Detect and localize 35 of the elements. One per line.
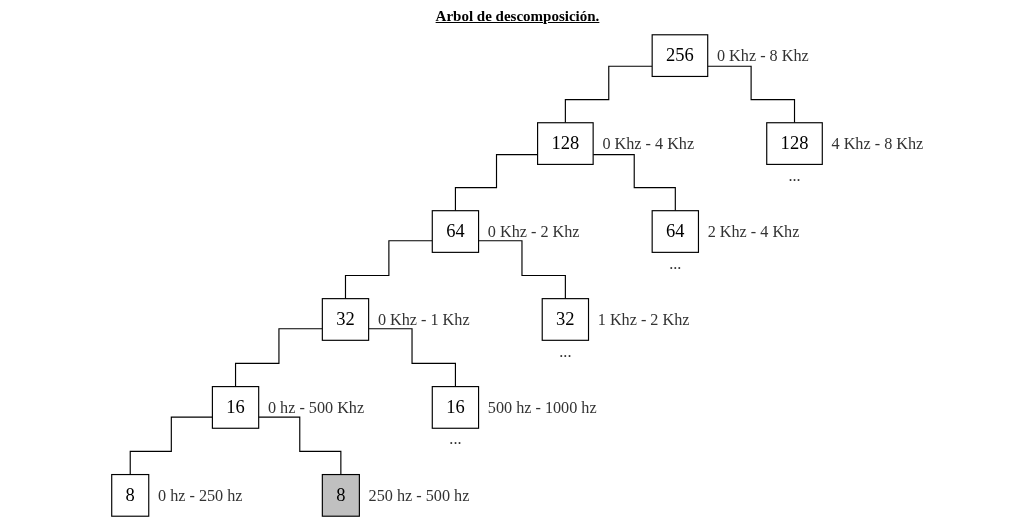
node-label: 16 <box>446 397 465 417</box>
frequency-range-label: 0 Khz - 2 Khz <box>487 223 580 242</box>
diagram-title: Arbol de descomposición. <box>435 8 600 25</box>
frequency-range-label: 0 hz - 250 hz <box>158 487 243 506</box>
ellipsis-label: ... <box>788 166 801 185</box>
frequency-range-label: 250 hz - 500 hz <box>368 487 470 506</box>
node-label: 32 <box>556 309 575 329</box>
frequency-range-label: 0 hz - 500 Khz <box>267 399 365 418</box>
tree-connector <box>478 240 566 300</box>
frequency-range-label: 0 Khz - 1 Khz <box>377 311 470 330</box>
node-label: 128 <box>551 133 580 153</box>
node-label: 64 <box>666 221 685 241</box>
ellipsis-label: ... <box>669 254 682 273</box>
frequency-range-label: 4 Khz - 8 Khz <box>831 135 924 154</box>
tree-connector <box>564 65 653 124</box>
ellipsis-label: ... <box>559 342 572 361</box>
tree-connector <box>258 416 342 476</box>
frequency-range-label: 500 hz - 1000 hz <box>487 399 597 418</box>
node-label: 32 <box>336 309 355 329</box>
node-label: 8 <box>125 484 135 505</box>
ellipsis-label: ... <box>449 430 462 449</box>
frequency-range-label: 1 Khz - 2 Khz <box>597 311 690 330</box>
tree-connector <box>129 416 213 476</box>
node-label: 256 <box>666 45 694 65</box>
tree-connector <box>234 328 323 388</box>
tree-connector <box>368 328 456 388</box>
node-label: 8 <box>336 484 346 505</box>
frequency-range-label: 2 Khz - 4 Khz <box>707 223 800 242</box>
node-label: 16 <box>226 397 245 417</box>
frequency-range-label: 0 Khz - 8 Khz <box>716 47 809 66</box>
tree-connector <box>344 240 433 300</box>
node-label: 128 <box>780 133 809 153</box>
node-label: 64 <box>446 221 465 241</box>
tree-connector <box>707 65 796 124</box>
frequency-range-label: 0 Khz - 4 Khz <box>602 135 695 154</box>
